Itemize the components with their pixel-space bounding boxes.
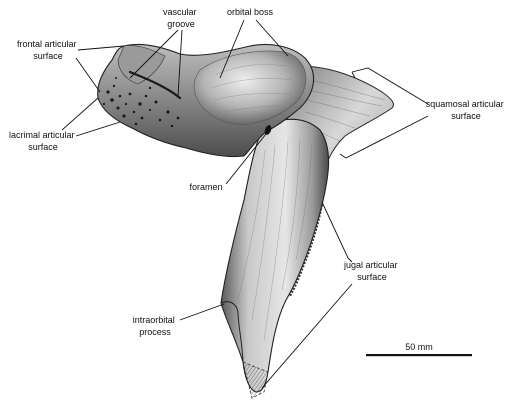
leader-jugal-upper	[321, 201, 353, 263]
foramen	[264, 125, 272, 135]
bone-illustration	[97, 43, 395, 399]
scale-bar-label: 50 mm	[405, 342, 433, 352]
leader-jugal-lower	[261, 283, 353, 389]
label-vascular-groove: vascular groove	[163, 7, 199, 29]
leader-squamosal-bracket	[351, 67, 429, 105]
leader-squamosal-top	[351, 71, 356, 79]
descending-shaft	[220, 118, 330, 393]
label-lacrimal-articular-surface: lacrimal articular surface	[9, 130, 77, 152]
jugal-articular-edge	[289, 204, 323, 297]
vascular-groove	[128, 70, 182, 100]
leader-vascular-1	[129, 29, 179, 79]
reconstructed-tip	[242, 361, 269, 399]
leader-vascular-2	[177, 29, 183, 97]
label-intraorbital-process: intraorbital process	[133, 315, 178, 337]
leader-frontal-2	[75, 57, 101, 93]
label-squamosal-articular-surface: squamosal articular surface	[426, 99, 507, 121]
leader-lacrimal-2	[75, 121, 121, 137]
leader-intraorbital	[179, 303, 225, 321]
label-foramen: foramen	[189, 182, 222, 192]
leader-lacrimal-1	[61, 97, 99, 131]
intraorbital-process	[220, 301, 244, 363]
leader-squamosal-bottom	[339, 115, 429, 159]
scale-bar: 50 mm	[366, 342, 472, 357]
leader-foramen	[225, 133, 267, 185]
leader-orbital-1	[219, 19, 245, 79]
label-orbital-boss: orbital boss	[227, 7, 274, 17]
label-jugal-articular-surface: jugal articular surface	[343, 260, 400, 282]
leader-orbital-2	[255, 19, 289, 57]
lacrimal-pits	[102, 77, 180, 128]
scale-bar-line	[366, 354, 472, 357]
annotations: frontal articular surface vascular groov…	[9, 7, 507, 389]
leader-frontal-1	[77, 45, 125, 51]
label-frontal-articular-surface: frontal articular surface	[17, 39, 79, 61]
